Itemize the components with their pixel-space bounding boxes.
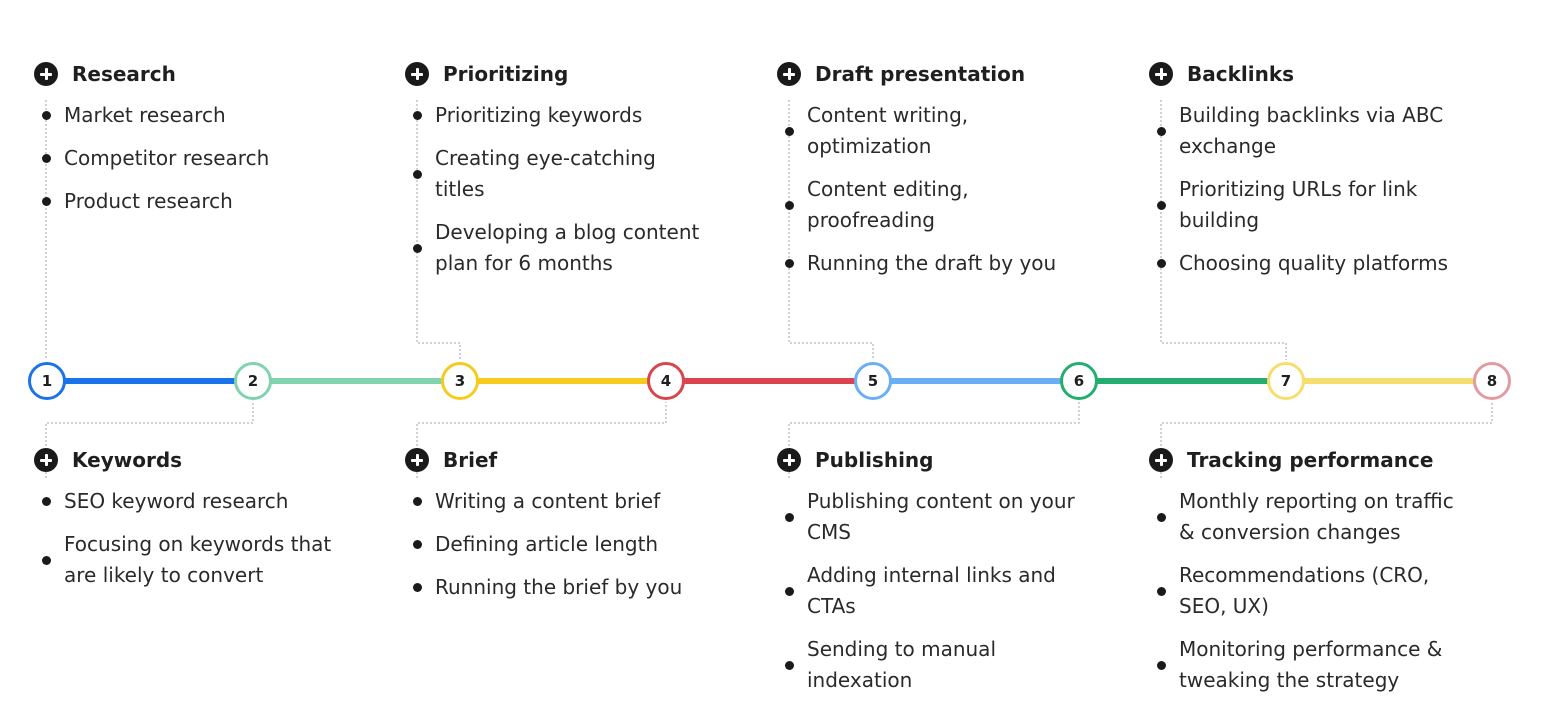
plus-icon[interactable] xyxy=(1149,62,1173,86)
step-item: Defining article length xyxy=(412,529,682,560)
step-title: Tracking performance xyxy=(1187,448,1434,472)
step-item: Monthly reporting on traffic& conversion… xyxy=(1156,486,1454,548)
step-block-keywords: Keywords SEO keyword research Focusing o… xyxy=(34,446,331,591)
step-items: Prioritizing keywords Creating eye-catch… xyxy=(412,100,699,279)
step-items: SEO keyword research Focusing on keyword… xyxy=(41,486,331,591)
step-number-2: 2 xyxy=(234,362,272,400)
step-item: Recommendations (CRO,SEO, UX) xyxy=(1156,560,1454,622)
plus-icon[interactable] xyxy=(405,62,429,86)
step-block-draft-presentation: Draft presentation Content writing,optim… xyxy=(777,60,1056,279)
step-title: Publishing xyxy=(815,448,934,472)
step-item: Market research xyxy=(41,100,269,131)
step-number-7: 7 xyxy=(1267,362,1305,400)
step-block-prioritizing: Prioritizing Prioritizing keywords Creat… xyxy=(405,60,699,279)
step-title: Backlinks xyxy=(1187,62,1295,86)
step-title: Brief xyxy=(443,448,498,472)
step-title: Research xyxy=(72,62,176,86)
plus-icon[interactable] xyxy=(777,448,801,472)
step-number-6: 6 xyxy=(1060,362,1098,400)
step-item: Competitor research xyxy=(41,143,269,174)
step-item: Product research xyxy=(41,186,269,217)
plus-icon[interactable] xyxy=(405,448,429,472)
step-block-brief: Brief Writing a content brief Defining a… xyxy=(405,446,682,603)
step-block-tracking-performance: Tracking performance Monthly reporting o… xyxy=(1149,446,1454,696)
step-items: Monthly reporting on traffic& conversion… xyxy=(1156,486,1454,696)
step-item: Content editing,proofreading xyxy=(784,174,1056,236)
dashed-connector xyxy=(788,402,1080,478)
step-number-4: 4 xyxy=(647,362,685,400)
plus-icon[interactable] xyxy=(777,62,801,86)
step-title: Keywords xyxy=(72,448,183,472)
step-items: Market research Competitor research Prod… xyxy=(41,100,269,217)
step-item: Monitoring performance &tweaking the str… xyxy=(1156,634,1454,696)
plus-icon[interactable] xyxy=(1149,448,1173,472)
step-number-5: 5 xyxy=(854,362,892,400)
plus-icon[interactable] xyxy=(34,62,58,86)
step-item: Running the brief by you xyxy=(412,572,682,603)
step-block-research: Research Market research Competitor rese… xyxy=(34,60,269,217)
plus-icon[interactable] xyxy=(34,448,58,472)
step-item: SEO keyword research xyxy=(41,486,331,517)
step-items: Writing a content brief Defining article… xyxy=(412,486,682,603)
step-item: Running the draft by you xyxy=(784,248,1056,279)
step-title: Prioritizing xyxy=(443,62,569,86)
step-title: Draft presentation xyxy=(815,62,1026,86)
step-number-1: 1 xyxy=(28,362,66,400)
step-item: Writing a content brief xyxy=(412,486,682,517)
dashed-connector xyxy=(416,100,461,360)
step-items: Content writing,optimization Content edi… xyxy=(784,100,1056,279)
step-item: Prioritizing keywords xyxy=(412,100,699,131)
step-number-3: 3 xyxy=(441,362,479,400)
step-item: Choosing quality platforms xyxy=(1156,248,1448,279)
dashed-connector xyxy=(45,402,254,478)
step-item: Content writing,optimization xyxy=(784,100,1056,162)
step-number-8: 8 xyxy=(1473,362,1511,400)
dashed-connector xyxy=(788,100,874,360)
dashed-connector xyxy=(1160,402,1493,478)
dashed-connector xyxy=(1160,100,1287,360)
